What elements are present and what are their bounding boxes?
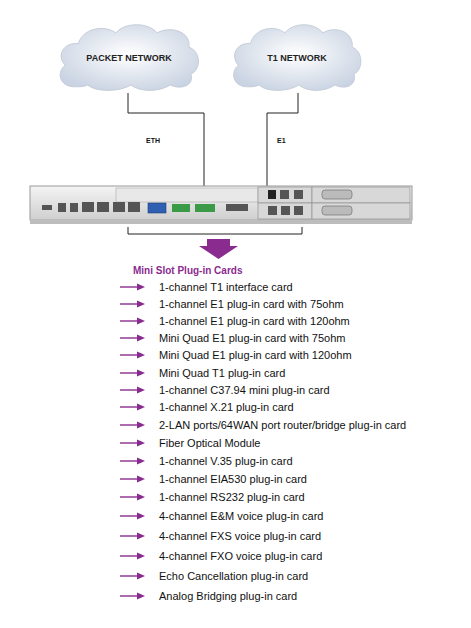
card-item: Mini Quad T1 plug-in card [159,367,285,379]
card-item: Echo Cancellation plug-in card [159,570,308,582]
cloud: T1 NETWORK [228,22,366,94]
bullet-head [137,513,145,520]
card-item: 4-channel FXS voice plug-in card [159,530,321,542]
interface-label: ETH [146,137,160,145]
device-chassis [30,186,412,224]
cloud: PACKET NETWORK [54,22,204,94]
bullet-head [137,335,145,342]
bullet-head [137,476,145,483]
bullet-head [137,422,145,429]
card-item: Fiber Optical Module [159,437,261,449]
card-item: Analog Bridging plug-in card [159,590,297,602]
interface-label: E1 [277,137,286,145]
card-item: 1-channel X.21 plug-in card [159,401,294,413]
card-item: 1-channel E1 plug-in card with 120ohm [159,315,350,327]
bullet-head [137,573,145,580]
down-arrow [199,239,238,259]
cloud-outline [234,25,361,91]
bullet-head [137,593,145,600]
list-heading: Mini Slot Plug-in Cards [133,265,242,276]
bracket [128,227,302,234]
bullet-head [137,533,145,540]
card-item: 4-channel FXO voice plug-in card [159,550,322,562]
bullet-head [137,494,145,501]
bullet-head [137,284,145,291]
cloud-label: T1 NETWORK [267,53,327,63]
bullet-head [137,387,145,394]
cloud-label: PACKET NETWORK [86,53,171,63]
card-item: 1-channel EIA530 plug-in card [159,473,307,485]
bullet-head [137,352,145,359]
bullet-head [137,301,145,308]
bullet-head [137,553,145,560]
card-item: 1-channel T1 interface card [159,281,293,293]
cloud-outline [60,25,198,91]
bullet-head [137,458,145,465]
card-item: 2-LAN ports/64WAN port router/bridge plu… [159,419,406,431]
card-item: 1-channel RS232 plug-in card [159,491,305,503]
card-item: 1-channel E1 plug-in card with 75ohm [159,298,344,310]
bullet-head [137,404,145,411]
card-item: Mini Quad E1 plug-in card with 75ohm [159,332,345,344]
card-item: 1-channel C37.94 mini plug-in card [159,384,330,396]
network-wire [128,93,298,186]
bullet-head [137,370,145,377]
bullet-arrows [120,284,145,600]
card-item: 4-channel E&M voice plug-in card [159,510,323,522]
bullet-head [137,318,145,325]
bullet-head [137,440,145,447]
card-item: 1-channel V.35 plug-in card [159,455,293,467]
card-item: Mini Quad E1 plug-in card with 120ohm [159,349,352,361]
